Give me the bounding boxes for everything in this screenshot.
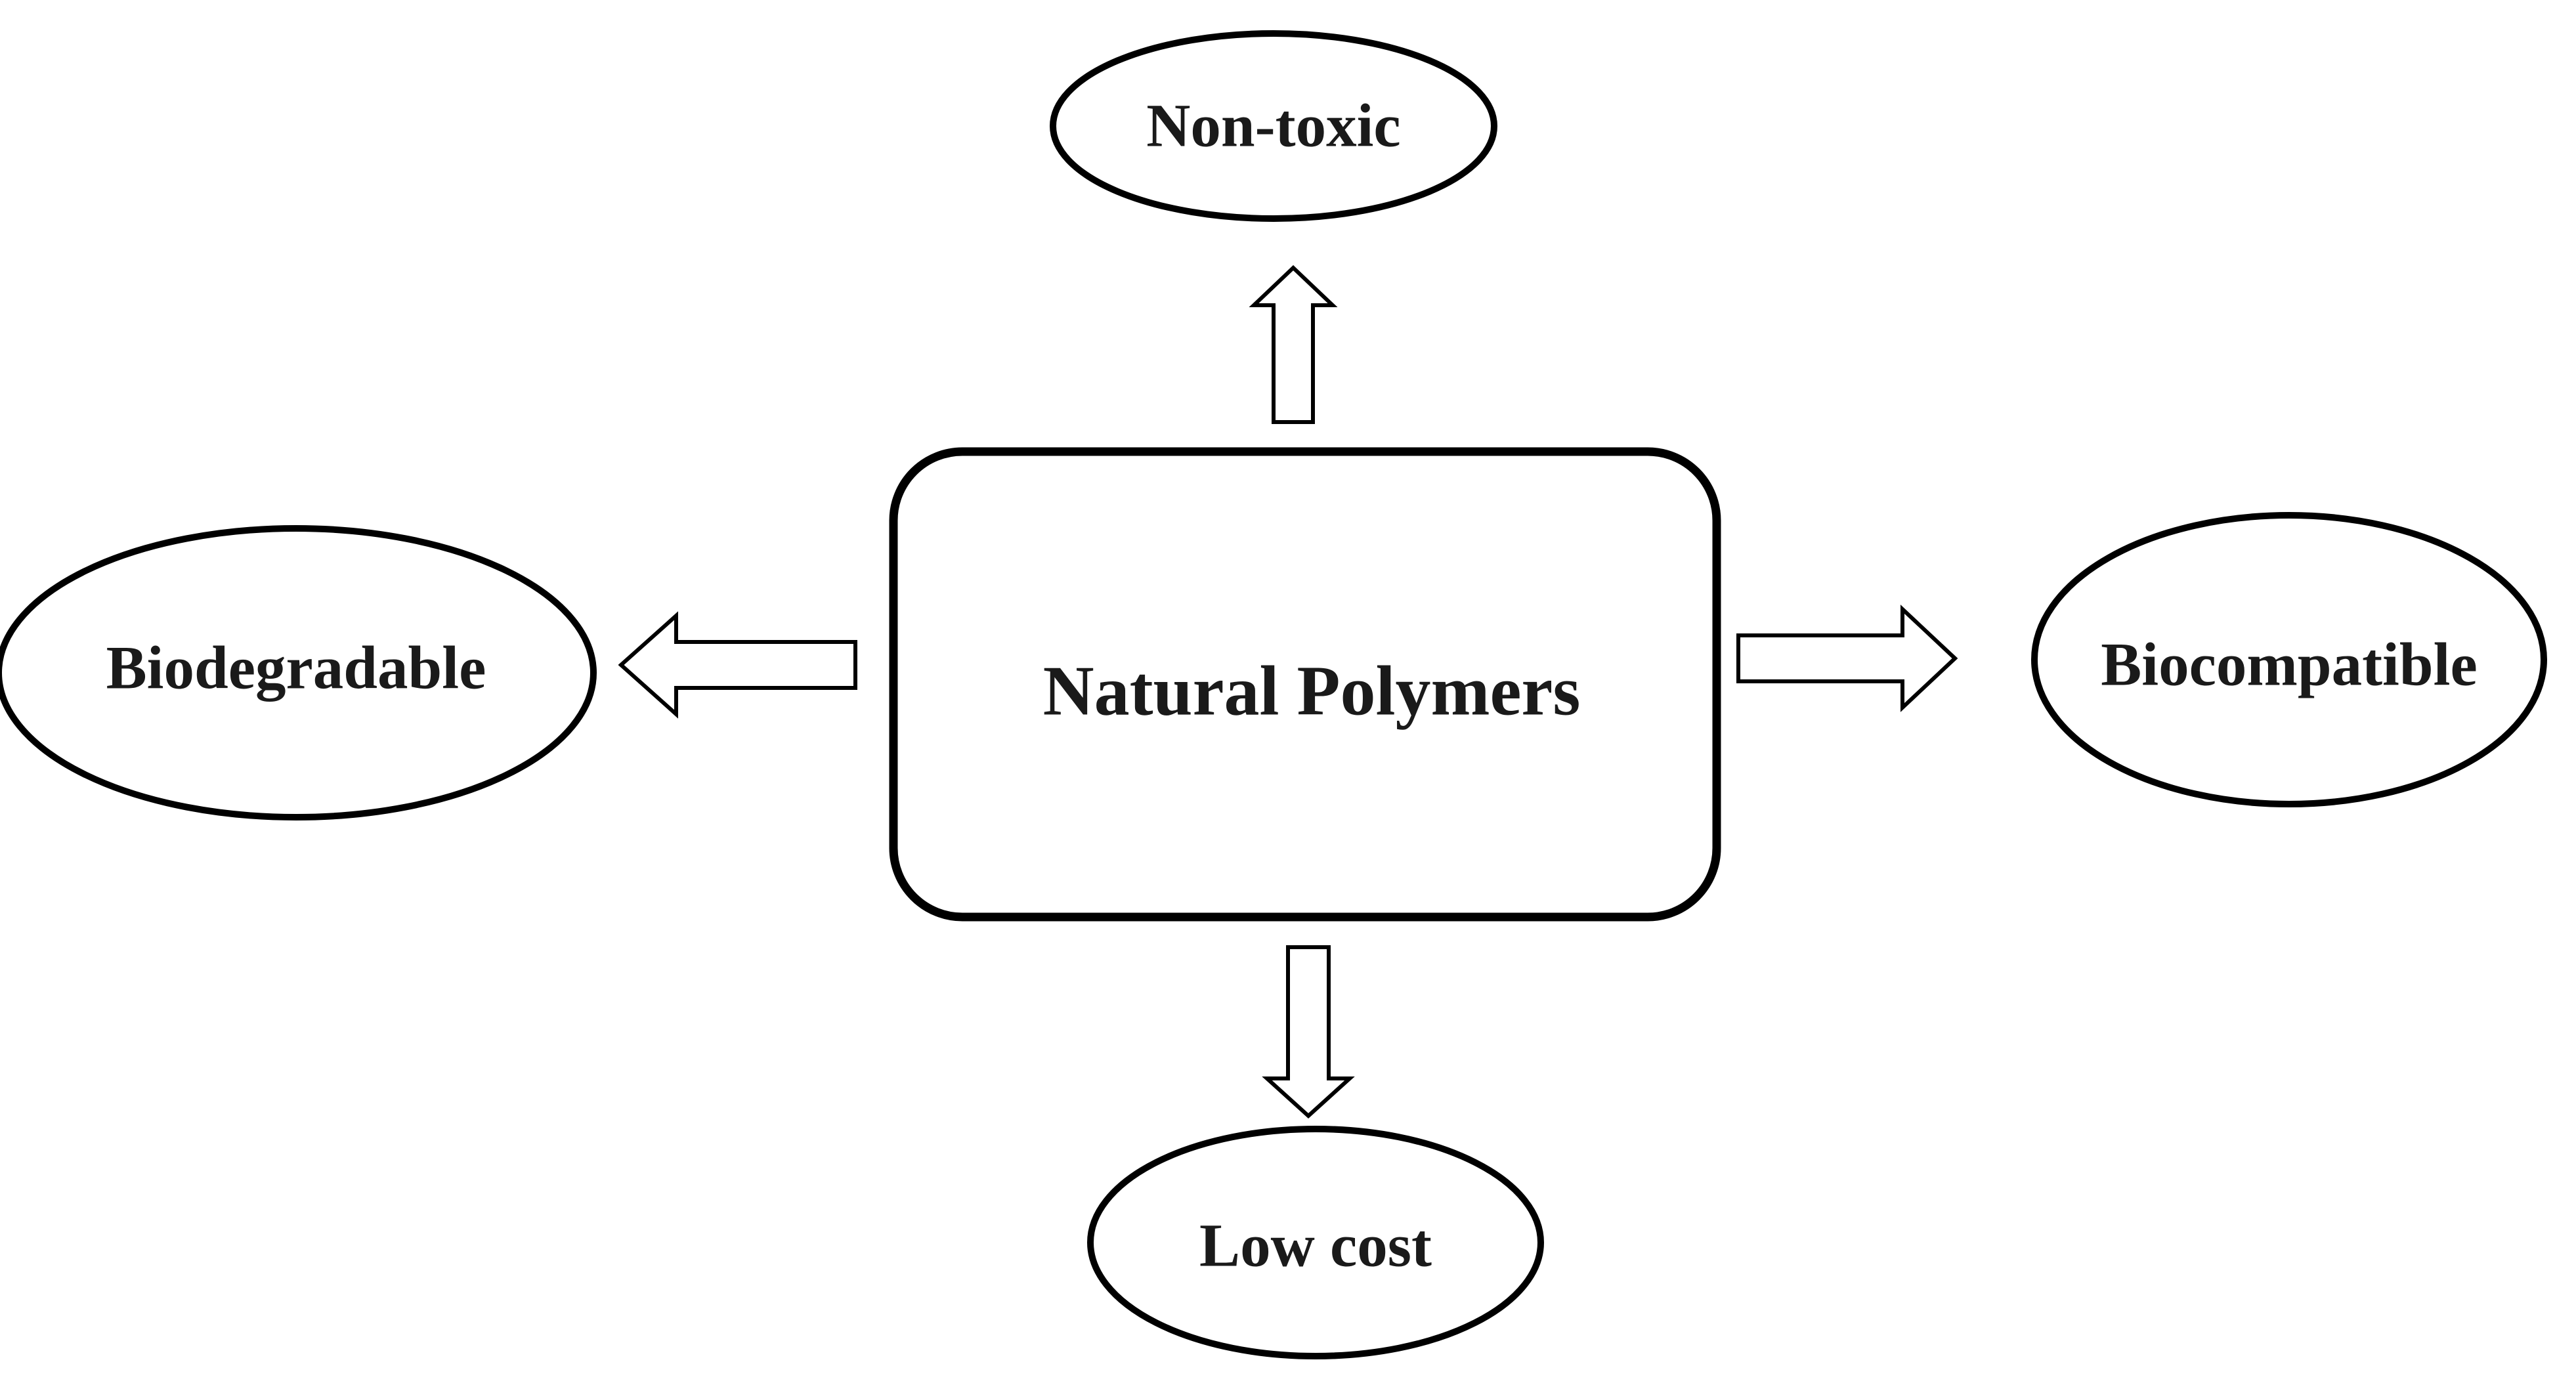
top-ellipse (1050, 30, 1497, 222)
arrow-up-to-non-toxic (1249, 265, 1338, 424)
center-box (889, 447, 1721, 922)
left-label: Biodegradable (106, 635, 486, 702)
arrow-right-to-biocompatible (1736, 605, 1958, 712)
right-ellipse (2031, 512, 2547, 807)
bottom-node: Low cost (1087, 1126, 1544, 1359)
left-ellipse (0, 525, 597, 820)
center-node: Natural Polymers (889, 447, 1721, 922)
top-label: Non-toxic (1146, 93, 1400, 160)
arrow-left-to-biodegradable (618, 611, 857, 719)
left-node: Biodegradable (0, 525, 597, 820)
right-node: Biocompatible (2031, 512, 2547, 807)
bottom-ellipse (1087, 1126, 1544, 1359)
center-label: Natural Polymers (1043, 652, 1581, 731)
arrow-down-to-low-cost (1262, 945, 1355, 1119)
bottom-label: Low cost (1199, 1212, 1432, 1280)
top-node: Non-toxic (1050, 30, 1497, 222)
right-label: Biocompatible (2101, 631, 2478, 699)
